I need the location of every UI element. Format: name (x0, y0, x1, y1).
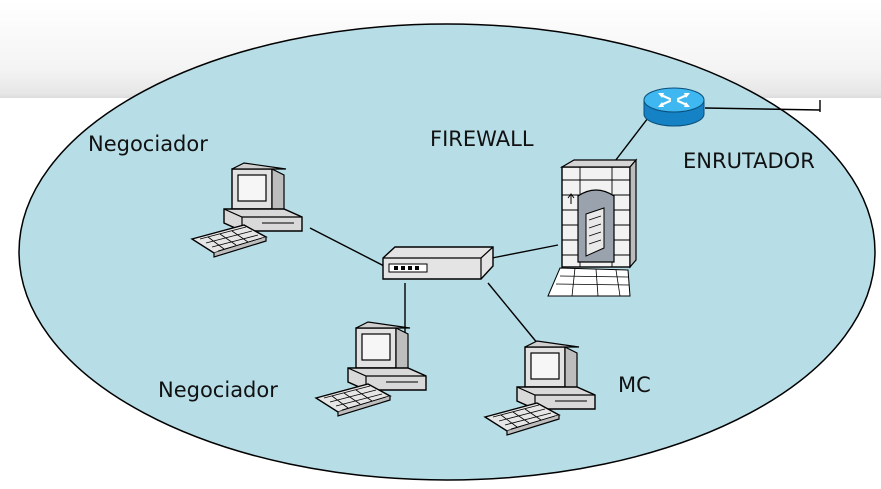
negotiator-label-bottom: Negociador (158, 378, 278, 402)
negotiator-label-top: Negociador (88, 132, 208, 156)
firewall-label: FIREWALL (430, 127, 534, 151)
mc-label: MC (618, 373, 651, 397)
router-icon (643, 87, 705, 127)
network-switch-icon (382, 246, 494, 280)
network-links (309, 100, 821, 351)
firewall-icon (547, 158, 638, 297)
router-label: ENRUTADOR (683, 149, 815, 173)
